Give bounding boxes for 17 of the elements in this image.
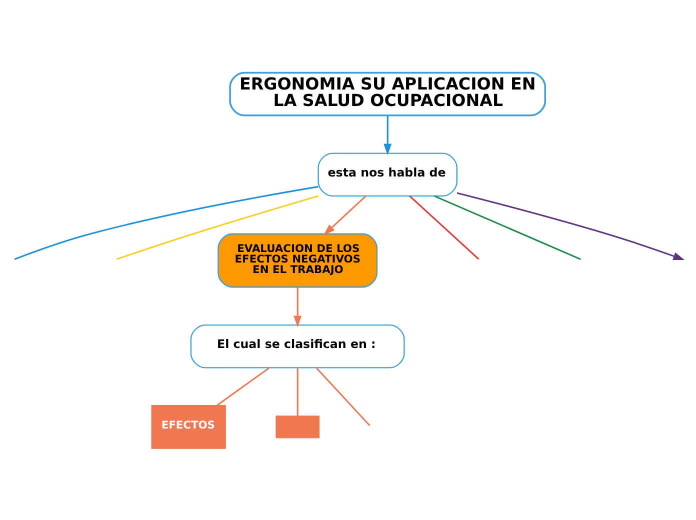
node-box: [275, 415, 319, 438]
node-box: esta nos habla de: [317, 152, 457, 196]
connector: [116, 194, 318, 260]
node-box: EFECTOS: [150, 404, 226, 448]
arrow: [293, 286, 302, 327]
connector: [14, 185, 318, 260]
arrow: [323, 194, 366, 235]
connector: [408, 194, 479, 260]
node-box: ERGONOMIA SU APLICACION EN LA SALUD OCUPACIONAL: [228, 71, 546, 116]
node-box: El cual se clasifican en :: [190, 324, 404, 368]
connector: [315, 367, 370, 426]
connector: [216, 366, 269, 406]
arrow: [456, 192, 684, 260]
node-box: EVALUACION DE LOS EFECTOS NEGATIVOS EN EL TRABAJO: [217, 232, 378, 288]
connector: [296, 368, 298, 416]
arrow: [383, 115, 392, 155]
connector: [434, 194, 580, 260]
